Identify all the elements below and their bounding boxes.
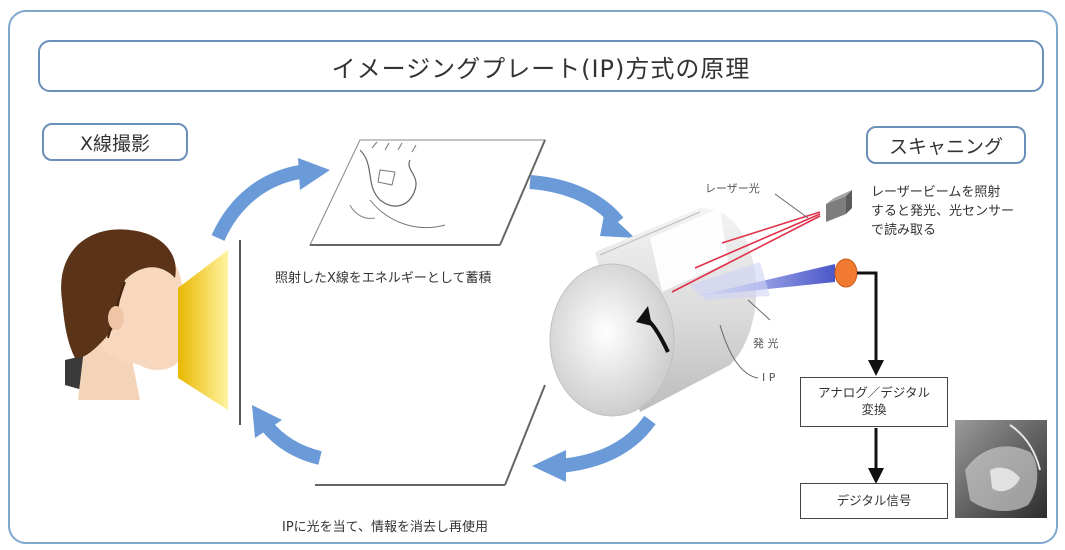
cycle-arrows xyxy=(211,165,656,473)
scanning-label: スキャニング xyxy=(888,135,1003,158)
exposed-plate-illustration xyxy=(309,139,546,246)
reuse-caption: IPに光を当て、情報を消去し再使用 xyxy=(282,520,489,535)
emission-leader xyxy=(747,299,771,321)
title-text: イメージングプレート(IP)方式の原理 xyxy=(331,54,751,83)
ad-conversion-line-1: アナログ／デジタル xyxy=(817,385,930,401)
erased-plate-illustration xyxy=(315,384,546,486)
xray-label-box: X線撮影 xyxy=(42,123,188,161)
xray-label: X線撮影 xyxy=(79,132,151,155)
ip-leader xyxy=(719,324,759,379)
emission-glow xyxy=(690,262,770,300)
laser-description-line-2: すると発光、光センサー xyxy=(871,203,1015,219)
page-title: イメージングプレート(IP)方式の原理 xyxy=(38,40,1044,92)
scanning-label-box: スキャニング xyxy=(866,126,1026,164)
laser-description-line-3: で読み取る xyxy=(871,222,937,238)
sensor-flow-line xyxy=(857,271,878,362)
laser-light-label: レーザー光 xyxy=(705,182,760,195)
laser-description-line-1: レーザービームを照射 xyxy=(871,185,1001,200)
arrow-heads xyxy=(252,158,635,482)
xray-beam xyxy=(178,250,228,410)
laser-beams xyxy=(671,211,821,293)
laser-emitter xyxy=(826,190,852,222)
patient-head-illustration xyxy=(61,229,190,400)
emission-label: 発 光 xyxy=(753,337,779,350)
laser-description: レーザービームを照射 すると発光、光センサー で読み取る xyxy=(871,184,1014,241)
dental-xray-image xyxy=(955,420,1047,518)
ad-conversion-box: アナログ／デジタル 変換 xyxy=(800,377,948,427)
digital-signal-label: デジタル信号 xyxy=(836,492,912,508)
laser-label-leader xyxy=(774,193,809,219)
accumulate-caption: 照射したX線をエネルギーとして蓄積 xyxy=(275,271,492,286)
flow-arrowhead-2 xyxy=(868,468,884,484)
digital-signal-box: デジタル信号 xyxy=(800,483,948,519)
outer-frame xyxy=(8,10,1058,544)
flow-arrowhead-1 xyxy=(868,360,884,376)
ip-label: I P xyxy=(762,371,776,384)
ad-conversion-line-2: 変換 xyxy=(861,402,887,417)
